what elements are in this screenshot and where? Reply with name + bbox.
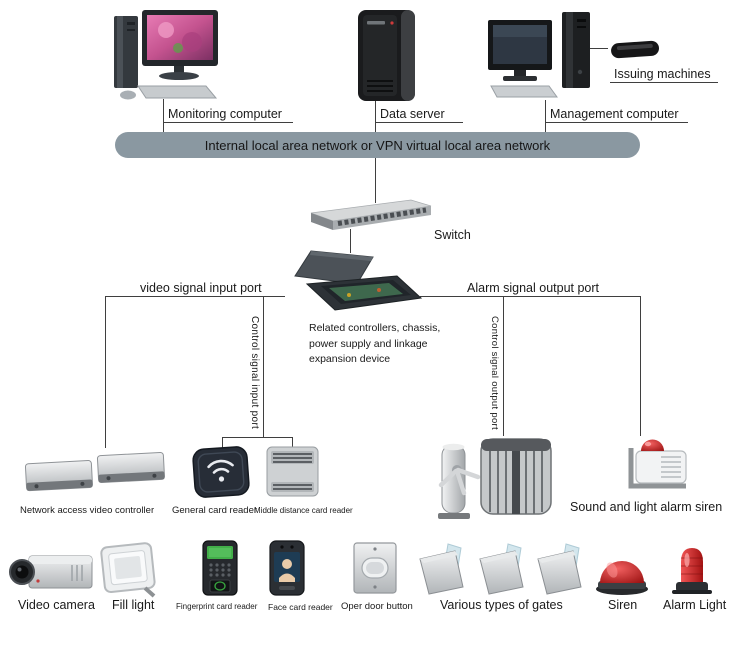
controller-caption-line-1: Related controllers, chassis, — [309, 322, 441, 334]
controller-caption-line-2: power supply and linkage — [309, 337, 428, 350]
drop-alarm-output — [640, 296, 641, 436]
fingerprint-reader-label: Fingerprint card reader — [176, 602, 258, 611]
switch-label: Switch — [434, 228, 471, 242]
face-reader-label: Face card reader — [268, 602, 333, 612]
connector-line-management — [545, 100, 546, 133]
branch-control-input — [222, 437, 293, 438]
data-server-image — [352, 8, 422, 103]
underline-management — [545, 122, 688, 123]
connector-line-monitoring — [163, 99, 164, 133]
issuing-machines-label: Issuing machines — [614, 67, 711, 81]
network-bar-label: Internal local area network or VPN virtu… — [204, 137, 551, 153]
general-card-reader-label: General card reader — [172, 505, 258, 516]
control-output-port-label: Control signal output port — [489, 316, 500, 430]
door-button-label: Oper door button — [341, 601, 413, 612]
video-camera-image — [8, 550, 98, 595]
middle-distance-card-reader-label: Middle distance card reader — [254, 506, 353, 515]
controller-caption-line-3: expansion device — [309, 353, 391, 365]
gates-label: Various types of gates — [440, 598, 563, 612]
issuing-machine-image — [608, 36, 663, 62]
sound-light-alarm-image — [620, 434, 695, 492]
siren-image — [593, 544, 651, 596]
full-height-turnstile-image — [477, 436, 555, 518]
face-reader-image — [261, 539, 313, 597]
alarm-light-label: Alarm Light — [663, 598, 727, 612]
monitoring-computer-image — [100, 8, 225, 103]
network-video-controller-image — [24, 444, 169, 499]
connector-bar-to-switch — [375, 158, 376, 203]
video-camera-label: Video camera — [18, 598, 95, 612]
fill-light-image — [97, 540, 162, 598]
sound-light-alarm-label: Sound and light alarm siren — [570, 500, 723, 514]
fill-light-label: Fill light — [112, 598, 155, 612]
underline-monitoring — [163, 122, 293, 123]
connector-switch-to-controller — [350, 229, 351, 253]
controller-caption: Related controllers, chassis, power supp… — [309, 321, 440, 368]
network-video-controller-label: Network access video controller — [20, 505, 155, 516]
middle-distance-card-reader-image — [260, 445, 325, 500]
line-alarm-output — [420, 296, 641, 297]
controller-image — [283, 248, 423, 326]
alarm-output-port-label: Alarm signal output port — [467, 281, 600, 295]
door-button-image — [349, 541, 401, 596]
management-computer-label: Management computer — [550, 107, 679, 121]
drop-control-output — [503, 296, 504, 436]
fingerprint-reader-image — [191, 539, 249, 597]
drop-video-input — [105, 296, 106, 448]
general-card-reader-image — [186, 445, 256, 500]
siren-label: Siren — [608, 598, 638, 612]
switch-image — [308, 196, 433, 234]
gates-image — [414, 537, 582, 595]
underline-dataserver — [375, 122, 463, 123]
network-bar: Internal local area network or VPN virtu… — [115, 132, 640, 158]
monitoring-computer-label: Monitoring computer — [168, 107, 282, 121]
line-video-input — [105, 296, 285, 297]
underline-issuing — [610, 82, 718, 83]
data-server-label: Data server — [380, 107, 445, 121]
video-input-port-label: video signal input port — [140, 281, 262, 295]
management-computer-image — [488, 10, 600, 102]
connector-line-issuing — [590, 48, 608, 49]
alarm-light-image — [663, 540, 721, 596]
tripod-turnstile-image — [427, 440, 482, 522]
drop-general-reader — [222, 437, 223, 448]
drop-control-input — [263, 296, 264, 437]
drop-middle-reader — [292, 437, 293, 448]
connector-line-dataserver — [375, 100, 376, 133]
control-input-port-label: Control signal input port — [249, 316, 260, 430]
